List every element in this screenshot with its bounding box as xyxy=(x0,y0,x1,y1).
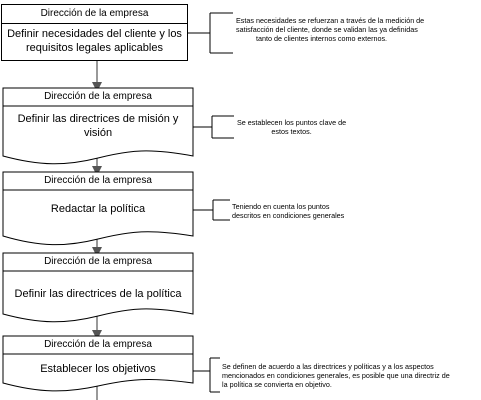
note-bracket-5 xyxy=(193,357,220,393)
step-3-header: Dirección de la empresa xyxy=(44,175,152,186)
step-2-header: Dirección de la empresa xyxy=(44,91,152,102)
step-4-body-line-1: Definir las directrices de la política xyxy=(14,288,182,300)
document-box-5: Dirección de la empresa Establecer los o… xyxy=(3,336,193,400)
annotation-note-1: Estas necesidades se refuerzan a través … xyxy=(236,16,424,43)
document-box-3: Dirección de la empresa Redactar la polí… xyxy=(3,172,193,250)
step-4-header: Dirección de la empresa xyxy=(44,256,152,267)
step-1-body-line-2: requisitos legales aplicables xyxy=(26,41,163,54)
note-2-line-1: Se establecen los puntos clave de xyxy=(237,118,347,127)
note-bracket-3 xyxy=(193,199,230,221)
note-bracket-1 xyxy=(188,12,233,54)
note-3-line-2: descritos en condiciones generales xyxy=(232,211,345,220)
document-box-4: Dirección de la empresa Definir las dire… xyxy=(3,253,193,335)
step-5-header: Dirección de la empresa xyxy=(44,339,152,350)
annotation-note-5: Se definen de acuerdo a las directrices … xyxy=(222,362,450,389)
step-4-body: Definir las directrices de la política xyxy=(3,271,193,317)
note-2-line-2: estos textos. xyxy=(271,127,312,136)
step-1-body: Definir necesidades del cliente y los re… xyxy=(2,23,187,58)
note-5-line-1: Se definen de acuerdo a las directrices … xyxy=(222,362,434,371)
note-5-line-2: mencionados en condiciones generales, es… xyxy=(222,371,450,380)
note-3-line-1: Teniendo en cuenta los puntos xyxy=(232,202,330,211)
annotation-note-3: Teniendo en cuenta los puntos descritos … xyxy=(232,202,344,220)
note-1-line-1: Estas necesidades se refuerzan a través … xyxy=(236,16,425,25)
step-2-body-line-1: Definir las directrices de misión y xyxy=(17,113,179,125)
note-5-line-3: la política se convierta en objetivo. xyxy=(222,380,332,389)
document-shape-5 xyxy=(2,335,194,392)
note-1-line-2: satisfacción del cliente, donde se valid… xyxy=(236,25,418,34)
document-box-2: Dirección de la empresa Definir las dire… xyxy=(3,88,193,168)
note-1-line-3: tanto de clientes internos como externos… xyxy=(256,34,388,43)
process-box-1: Dirección de la empresa Definir necesida… xyxy=(1,4,188,61)
step-2-body: Definir las directrices de misión y visi… xyxy=(3,106,193,146)
document-shape-2 xyxy=(2,87,194,165)
step-1-header: Dirección de la empresa xyxy=(2,5,187,24)
document-shape-4 xyxy=(2,252,194,323)
step-5-body-line-1: Establecer los objetivos xyxy=(40,363,156,375)
step-3-body: Redactar la política xyxy=(3,190,193,228)
annotation-note-2: Se establecen los puntos clave de estos … xyxy=(237,118,346,136)
step-2-body-line-2: visión xyxy=(83,127,113,139)
step-5-body: Establecer los objetivos xyxy=(3,354,193,384)
step-1-body-line-1: Definir necesidades del cliente y los xyxy=(7,27,182,40)
step-3-body-line-1: Redactar la política xyxy=(50,203,146,215)
note-bracket-2 xyxy=(193,115,234,139)
